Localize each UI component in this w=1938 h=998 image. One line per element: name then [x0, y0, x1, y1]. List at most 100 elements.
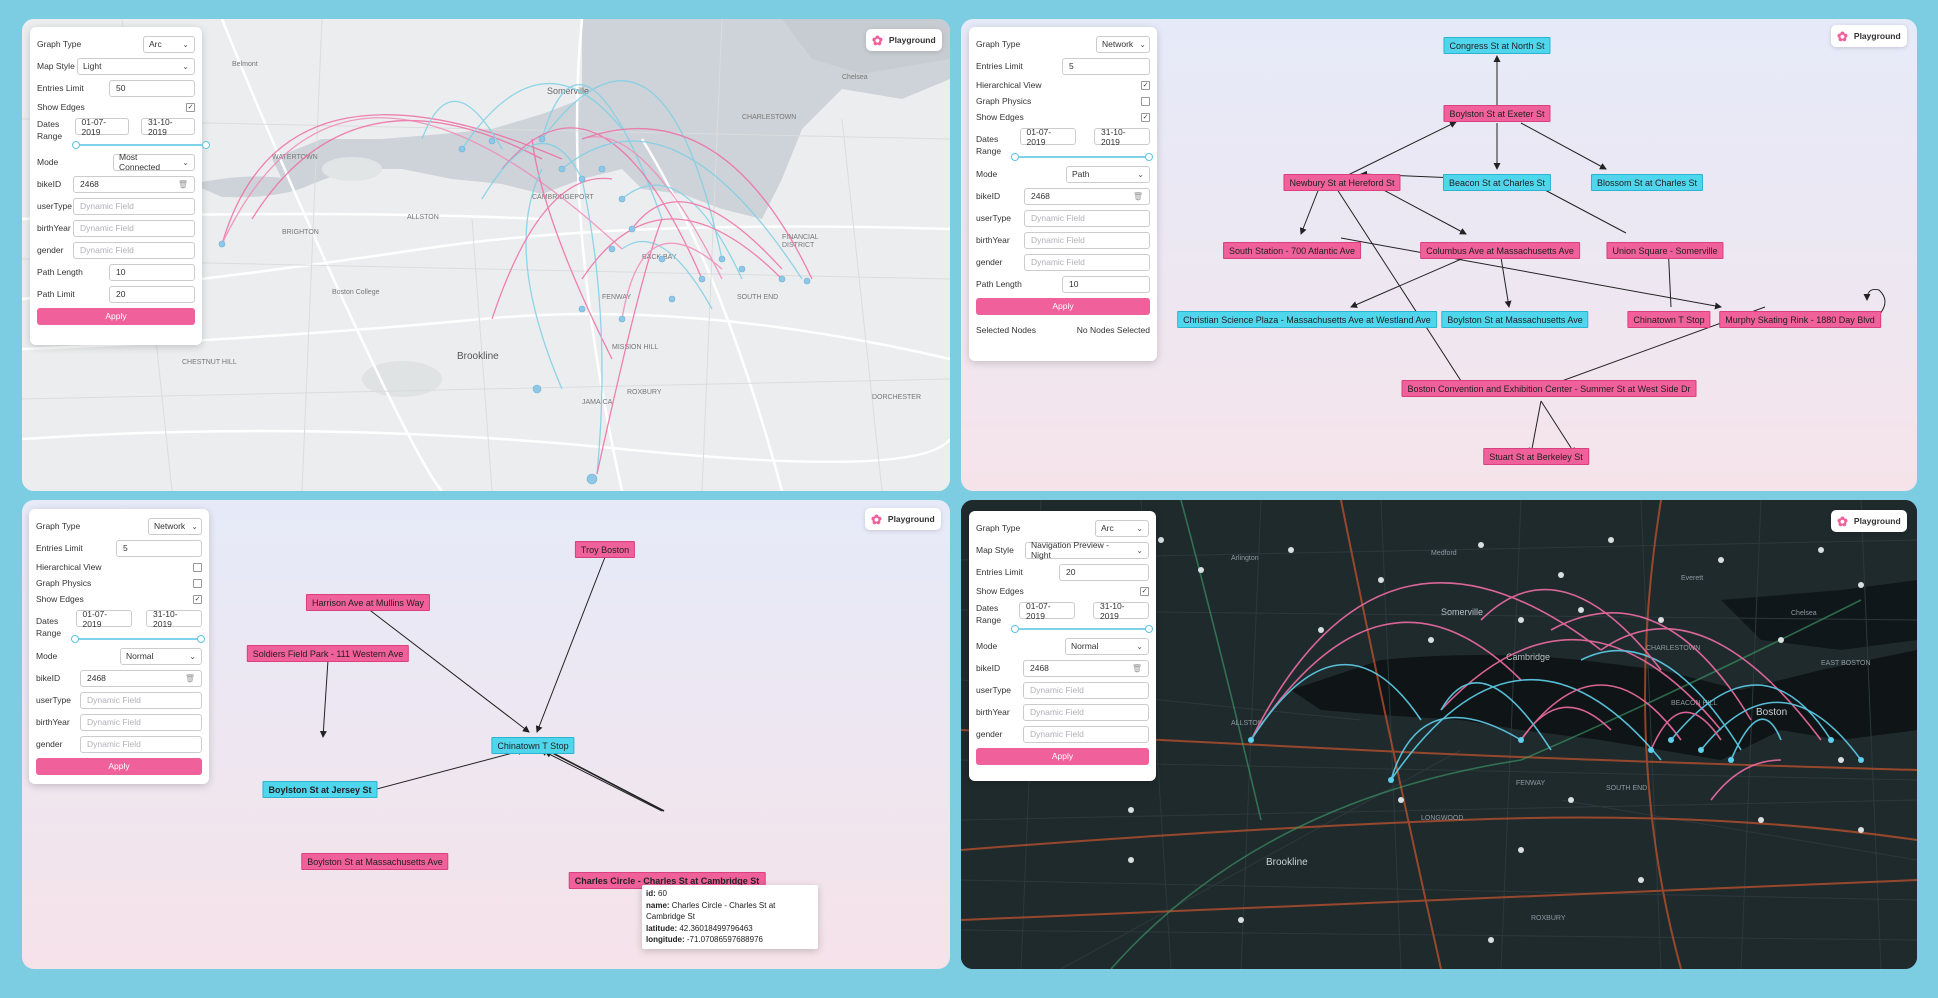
- gender-input[interactable]: Dynamic Field: [1023, 725, 1149, 743]
- node-n9[interactable]: Christian Science Plaza - Massachusetts …: [1177, 311, 1437, 328]
- node-n7[interactable]: Columbus Ave at Massachusetts Ave: [1420, 242, 1580, 259]
- usertype-input[interactable]: Dynamic Field: [1024, 209, 1150, 227]
- usertype-input[interactable]: Dynamic Field: [80, 691, 202, 709]
- map-style-select[interactable]: Light⌄: [77, 57, 195, 75]
- graph-type-select[interactable]: Network⌄: [148, 517, 202, 535]
- date-from-input[interactable]: 01-07-2019: [75, 609, 132, 629]
- usertype-input[interactable]: Dynamic Field: [73, 197, 195, 215]
- node-n4[interactable]: Beacon St at Charles St: [1442, 174, 1552, 191]
- node-n12[interactable]: Murphy Skating Rink - 1880 Day Blvd: [1719, 311, 1881, 328]
- node-n13[interactable]: Boston Convention and Exhibition Center …: [1401, 380, 1697, 397]
- mode-select[interactable]: Normal⌄: [1065, 637, 1149, 655]
- slider-start-handle[interactable]: [1011, 625, 1019, 633]
- apply-button[interactable]: Apply: [36, 758, 202, 775]
- node-n2[interactable]: Boylston St at Exeter St: [1443, 105, 1551, 122]
- mode-select[interactable]: Most Connected⌄: [113, 152, 195, 172]
- bikeid-input[interactable]: 2468🗑: [1023, 659, 1149, 677]
- bikeid-input[interactable]: 2468🗑: [73, 175, 195, 193]
- node-n5[interactable]: Blossom St at Charles St: [1590, 174, 1704, 191]
- slider-end-handle[interactable]: [197, 635, 205, 643]
- graph-physics-checkbox[interactable]: [193, 578, 202, 588]
- graph-type-value: Arc: [1101, 523, 1114, 533]
- node-m2[interactable]: Harrison Ave at Mullins Way: [305, 594, 431, 611]
- birthyear-input[interactable]: Dynamic Field: [1024, 231, 1150, 249]
- node-m1[interactable]: Troy Boston: [574, 541, 636, 558]
- trash-icon[interactable]: 🗑: [1132, 191, 1143, 201]
- graph-type-select[interactable]: Arc⌄: [1095, 519, 1149, 537]
- birthyear-input[interactable]: Dynamic Field: [1023, 703, 1149, 721]
- graph-type-select[interactable]: Arc⌄: [143, 35, 195, 53]
- node-m6[interactable]: Boylston St at Massachusetts Ave: [301, 853, 449, 870]
- playground-badge[interactable]: ✿Playground: [1831, 25, 1907, 47]
- trash-icon[interactable]: 🗑: [184, 673, 195, 683]
- dates-label: Dates: [36, 616, 59, 626]
- map-style-label: Map Style: [976, 545, 1014, 555]
- node-m4[interactable]: Chinatown T Stop: [491, 737, 575, 754]
- gender-input[interactable]: Dynamic Field: [73, 241, 195, 259]
- show-edges-checkbox[interactable]: ✓: [1141, 112, 1150, 122]
- birthyear-input[interactable]: Dynamic Field: [80, 713, 202, 731]
- slider-end-handle[interactable]: [1145, 625, 1153, 633]
- hierarchical-view-checkbox[interactable]: ✓: [1141, 80, 1150, 90]
- node-m5[interactable]: Boylston St at Jersey St: [262, 781, 378, 798]
- path-limit-input[interactable]: 20: [109, 285, 195, 303]
- entries-limit-input[interactable]: 5: [1062, 57, 1150, 75]
- date-range-slider[interactable]: [1011, 153, 1153, 161]
- slider-end-handle[interactable]: [1145, 153, 1153, 161]
- bikeid-input[interactable]: 2468🗑: [80, 669, 202, 687]
- show-edges-checkbox[interactable]: ✓: [193, 594, 202, 604]
- apply-button[interactable]: Apply: [976, 298, 1150, 315]
- apply-button[interactable]: Apply: [37, 308, 195, 325]
- node-n11[interactable]: Chinatown T Stop: [1627, 311, 1711, 328]
- date-from-input[interactable]: 01-07-2019: [74, 117, 129, 137]
- node-n1[interactable]: Congress St at North St: [1443, 37, 1551, 54]
- path-length-input[interactable]: 10: [1062, 275, 1150, 293]
- trash-icon[interactable]: 🗑: [177, 179, 188, 189]
- date-from-input[interactable]: 01-07-2019: [1019, 601, 1076, 621]
- slider-start-handle[interactable]: [71, 635, 79, 643]
- show-edges-checkbox[interactable]: ✓: [1140, 586, 1149, 596]
- mode-select[interactable]: Path⌄: [1066, 165, 1150, 183]
- map-style-select[interactable]: Navigation Preview - Night⌄: [1025, 540, 1149, 560]
- network-graph-canvas[interactable]: [961, 19, 1917, 491]
- node-n14[interactable]: Stuart St at Berkeley St: [1483, 448, 1589, 465]
- date-range-slider[interactable]: [1011, 625, 1153, 633]
- gender-input[interactable]: Dynamic Field: [80, 735, 202, 753]
- node-n8[interactable]: Union Square - Somerville: [1606, 242, 1724, 259]
- date-to-input[interactable]: 31-10-2019: [1093, 601, 1149, 621]
- playground-badge[interactable]: ✿Playground: [866, 29, 942, 51]
- date-range-slider[interactable]: [71, 635, 205, 643]
- date-from-input[interactable]: 01-07-2019: [1019, 127, 1076, 147]
- node-m3[interactable]: Soldiers Field Park - 111 Western Ave: [246, 645, 410, 662]
- node-n3[interactable]: Newbury St at Hereford St: [1283, 174, 1401, 191]
- hierarchical-view-checkbox[interactable]: [193, 562, 202, 572]
- trash-icon[interactable]: 🗑: [1131, 663, 1142, 673]
- node-n10[interactable]: Boylston St at Massachusetts Ave: [1441, 311, 1589, 328]
- slider-end-handle[interactable]: [202, 141, 210, 149]
- date-range-slider[interactable]: [72, 141, 210, 149]
- show-edges-checkbox[interactable]: ✓: [186, 102, 195, 112]
- date-to-input[interactable]: 31-10-2019: [141, 117, 195, 137]
- apply-button[interactable]: Apply: [976, 748, 1149, 765]
- date-to-value: 31-10-2019: [1101, 126, 1126, 147]
- entries-limit-input[interactable]: 50: [109, 79, 195, 97]
- slider-start-handle[interactable]: [72, 141, 80, 149]
- playground-badge[interactable]: ✿Playground: [1831, 510, 1907, 532]
- date-to-input[interactable]: 31-10-2019: [146, 609, 202, 629]
- graph-physics-checkbox[interactable]: [1141, 96, 1150, 106]
- usertype-input[interactable]: Dynamic Field: [1023, 681, 1149, 699]
- path-length-input[interactable]: 10: [109, 263, 195, 281]
- node-n6[interactable]: South Station - 700 Atlantic Ave: [1223, 242, 1361, 259]
- gender-input[interactable]: Dynamic Field: [1024, 253, 1150, 271]
- entries-limit-input[interactable]: 20: [1059, 563, 1149, 581]
- network-graph-canvas[interactable]: [22, 500, 950, 969]
- mode-select[interactable]: Normal⌄: [120, 647, 202, 665]
- playground-badge[interactable]: ✿Playground: [865, 508, 941, 530]
- graph-type-select[interactable]: Network⌄: [1096, 35, 1150, 53]
- date-to-input[interactable]: 31-10-2019: [1094, 126, 1150, 147]
- slider-start-handle[interactable]: [1011, 153, 1019, 161]
- entries-limit-input[interactable]: 5: [116, 539, 202, 557]
- birthyear-input[interactable]: Dynamic Field: [73, 219, 195, 237]
- mode-value: Path: [1072, 169, 1090, 179]
- bikeid-input[interactable]: 2468🗑: [1024, 187, 1150, 205]
